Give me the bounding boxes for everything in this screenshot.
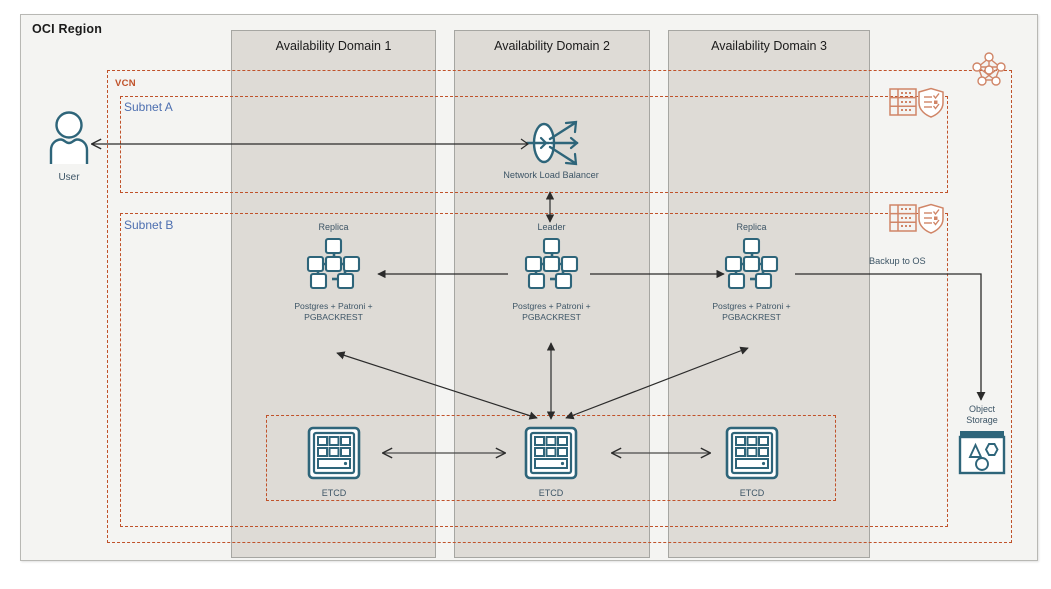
server-rack-icon [889,87,944,118]
db-node-replica-ad3-role: Replica [736,222,767,232]
user-node: User [40,110,98,183]
db-node-replica-ad1-role: Replica [318,222,349,232]
etcd-node-ad3: ETCD [706,426,798,499]
security-list-shield-icon [918,87,944,118]
vcn-topology-icon [972,52,1006,86]
db-cluster-icon [524,237,578,290]
subnet-a-resource-icons [888,86,944,123]
etcd-icon [307,426,361,480]
db-node-leader-ad2-stack: Postgres + Patroni + PGBACKREST [512,301,591,322]
user-person-icon [49,111,89,164]
etcd-node-ad2: ETCD [505,426,597,499]
availability-domain-1-label: Availability Domain 1 [275,39,392,53]
network-load-balancer-icon [525,120,579,166]
db-node-leader-ad2-role: Leader [537,222,566,232]
subnet-b-label: Subnet B [124,218,174,232]
availability-domain-3-label: Availability Domain 3 [711,39,827,53]
oci-region-title: OCI Region [32,22,103,36]
vcn-topology-icon-wrap [967,50,1011,97]
db-node-replica-ad3-stack: Postgres + Patroni + PGBACKREST [712,301,791,322]
object-storage-label-line2: Storage [966,414,998,425]
object-storage-icon [958,430,1006,475]
db-cluster-icon [724,237,778,290]
db-node-replica-ad1: Replica Postgres + Patroni + PGBACKREST [272,222,395,322]
db-node-replica-ad1-stack: Postgres + Patroni + PGBACKREST [294,301,373,322]
backup-to-object-storage-label: Backup to OS [869,256,926,266]
subnet-a-label: Subnet A [124,100,173,114]
etcd-icon [725,426,779,480]
subnet-b-resource-icons [888,202,944,239]
etcd-node-ad1: ETCD [288,426,380,499]
availability-domain-2-label: Availability Domain 2 [494,39,610,53]
etcd-node-ad1-label: ETCD [321,488,347,498]
server-rack-icon [889,203,944,234]
vcn-container [107,70,1012,543]
user-label: User [58,172,80,183]
object-storage-node: Object Storage [947,404,1017,481]
db-cluster-icon [306,237,360,290]
object-storage-label-line1: Object [968,404,995,414]
security-list-shield-icon [918,203,944,234]
db-node-replica-ad3: Replica Postgres + Patroni + PGBACKREST [690,222,813,322]
network-load-balancer-label: Network Load Balancer [503,170,599,180]
etcd-node-ad2-label: ETCD [538,488,564,498]
vcn-label: VCN [115,78,136,89]
etcd-node-ad3-label: ETCD [739,488,765,498]
etcd-icon [524,426,578,480]
network-load-balancer-node: Network Load Balancer [495,118,607,182]
db-node-leader-ad2: Leader Postgres + Patroni + PGBACKREST [490,222,613,322]
